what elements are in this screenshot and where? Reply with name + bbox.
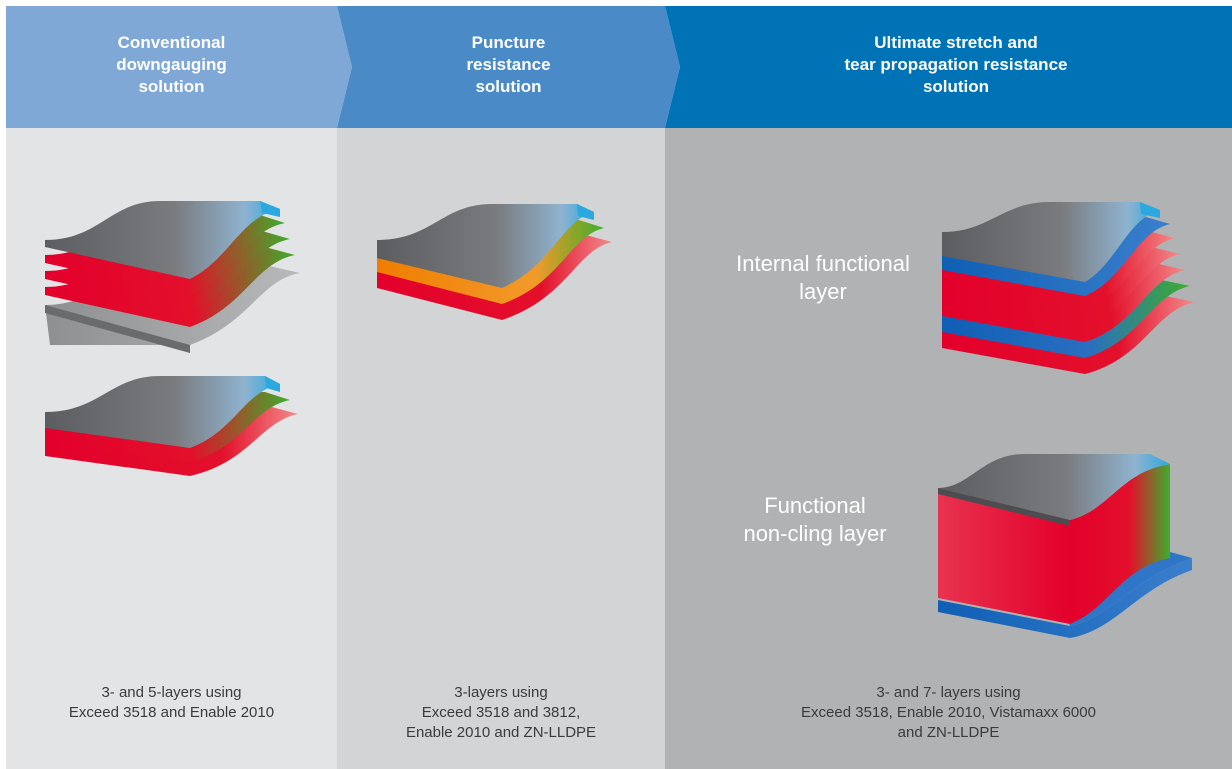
non-cling-film-block	[938, 454, 1192, 638]
label-line: Internal functional	[736, 251, 910, 276]
caption-line: 3- and 5-layers using	[101, 684, 242, 701]
film-layer-top-grey	[45, 376, 280, 448]
column-title-ultimate: Ultimate stretch and tear propagation re…	[680, 32, 1232, 98]
caption-conventional: 3- and 5-layers using Exceed 3518 and En…	[6, 683, 337, 723]
label-internal-functional-layer: Internal functional layer	[710, 250, 936, 306]
caption-ultimate: 3- and 7- layers using Exceed 3518, Enab…	[665, 683, 1232, 743]
caption-line: Enable 2010 and ZN-LLDPE	[405, 724, 597, 741]
caption-line: Exceed 3518, Enable 2010, Vistamaxx 6000	[801, 704, 1096, 721]
five-layer-film-stack	[45, 201, 300, 353]
header-chevron-1	[6, 6, 352, 128]
film-layer-top-grey	[45, 201, 280, 279]
caption-puncture: 3-layers using Exceed 3518 and 3812, Ena…	[337, 683, 665, 743]
header-banner	[6, 6, 1232, 128]
title-line: solution	[475, 77, 542, 96]
film-layer-1-top-grey	[942, 202, 1160, 282]
seven-layer-film-stack	[942, 202, 1195, 374]
caption-line: Exceed 3518 and 3812,	[421, 704, 581, 721]
column-title-conventional: Conventional downgauging solution	[6, 32, 337, 98]
caption-line: Exceed 3518 and Enable 2010	[68, 704, 275, 721]
header-chevron-3	[665, 6, 1232, 128]
label-line: layer	[799, 279, 847, 304]
title-line: Puncture	[471, 33, 546, 52]
title-line: Ultimate stretch and	[874, 33, 1038, 52]
label-line: non-cling layer	[743, 521, 887, 546]
caption-line: 3-layers using	[454, 684, 548, 701]
title-line: tear propagation resistance	[844, 55, 1068, 74]
title-line: solution	[138, 77, 205, 96]
film-layer-top-grey	[938, 454, 1170, 526]
film-layer-top-grey	[377, 204, 594, 288]
column-title-puncture: Puncture resistance solution	[352, 32, 665, 98]
caption-line: and ZN-LLDPE	[897, 724, 1000, 741]
caption-line: 3- and 7- layers using	[876, 684, 1021, 701]
film-core-red	[938, 464, 1170, 624]
title-line: resistance	[466, 55, 551, 74]
label-functional-non-cling-layer: Functional non-cling layer	[735, 492, 895, 548]
header-chevron-2	[337, 6, 680, 128]
title-line: downgauging	[116, 55, 227, 74]
title-line: Conventional	[117, 33, 226, 52]
title-line: solution	[922, 77, 990, 96]
label-line: Functional	[764, 493, 866, 518]
three-layer-film-stack	[45, 376, 298, 476]
puncture-film-stack	[377, 204, 612, 320]
